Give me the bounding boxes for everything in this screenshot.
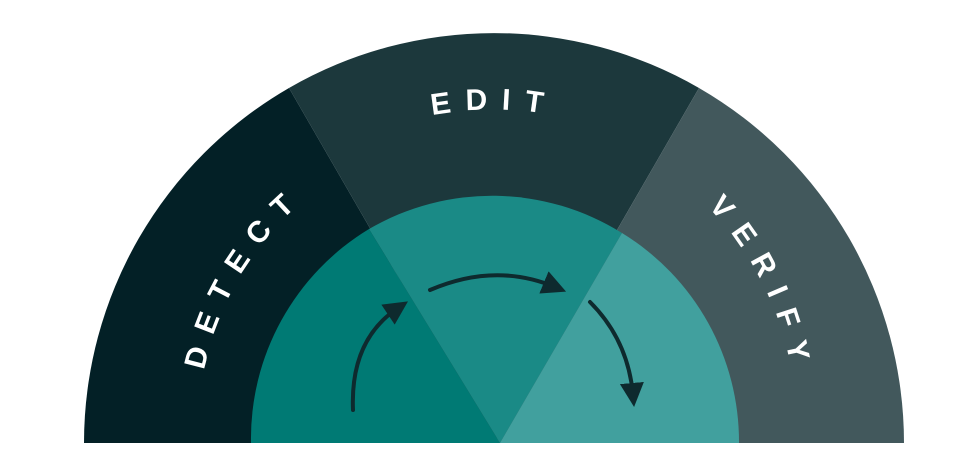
verify-inner-sector — [500, 233, 740, 443]
edit-inner-sector — [369, 195, 622, 443]
arrow-detect-to-edit-icon — [350, 301, 408, 412]
arrow-edit-to-verify-icon — [428, 271, 567, 294]
detect-inner-sector — [250, 229, 500, 443]
cycle-arrows — [350, 271, 644, 412]
arrow-verify-loop-icon — [588, 300, 644, 407]
inner-ring — [250, 195, 740, 443]
edit-label: EDIT — [429, 83, 560, 122]
